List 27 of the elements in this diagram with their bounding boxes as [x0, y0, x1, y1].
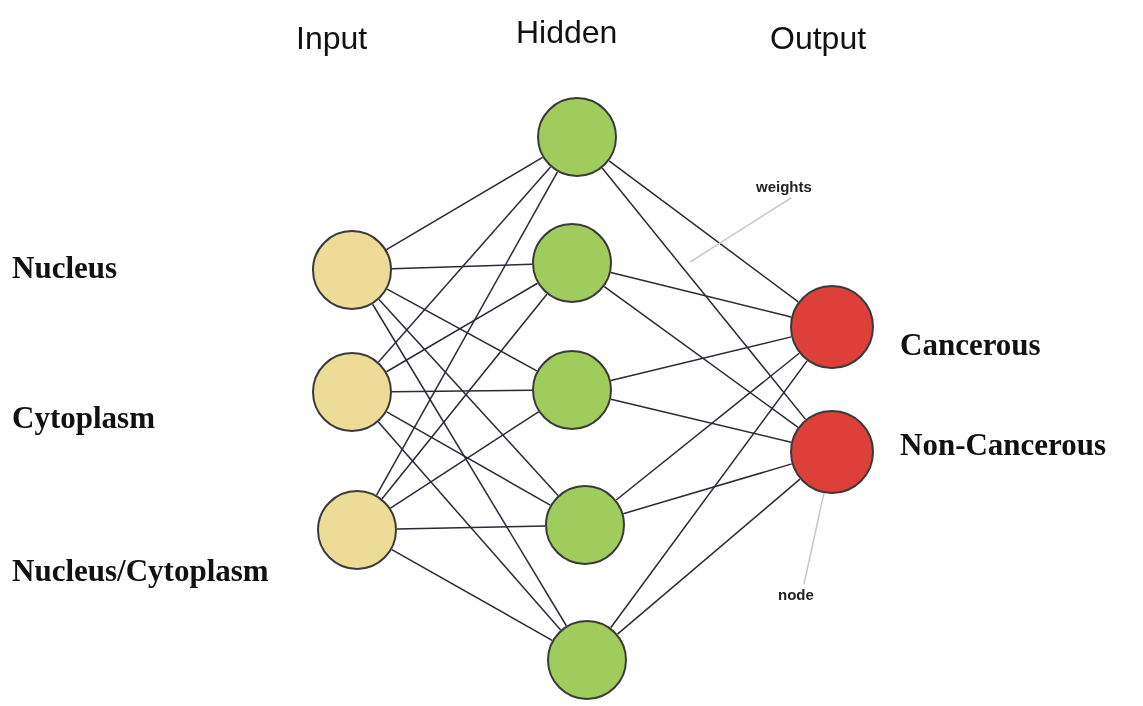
connection-line — [375, 171, 559, 496]
connection-line — [608, 160, 800, 303]
input-label: Nucleus/Cytoplasm — [12, 552, 269, 590]
connection-line — [385, 156, 544, 251]
connection-line — [377, 421, 562, 631]
layer-heading: Output — [770, 19, 867, 58]
connection-line — [391, 548, 553, 642]
connection-line — [391, 389, 533, 393]
annotation-label: weights — [756, 176, 812, 199]
connection-line — [616, 478, 801, 635]
layer-heading: Hidden — [516, 13, 618, 52]
annotation-label: node — [778, 584, 814, 607]
connection-line — [615, 352, 800, 501]
connection-line — [391, 263, 533, 270]
leader-line — [689, 197, 792, 263]
input-label: Nucleus — [12, 249, 118, 287]
leader-line — [803, 492, 825, 585]
layer-heading: Input — [296, 19, 368, 58]
node-label: Cancerous — [900, 326, 1041, 364]
connection-line — [371, 303, 568, 627]
connection-line — [601, 167, 807, 421]
connection-line — [609, 360, 808, 629]
connection-line — [396, 525, 546, 530]
connection-line — [377, 166, 552, 363]
node-label: Non-Cancerous — [900, 426, 1107, 464]
input-label: Cytoplasm — [12, 399, 155, 437]
connection-line — [603, 285, 799, 429]
